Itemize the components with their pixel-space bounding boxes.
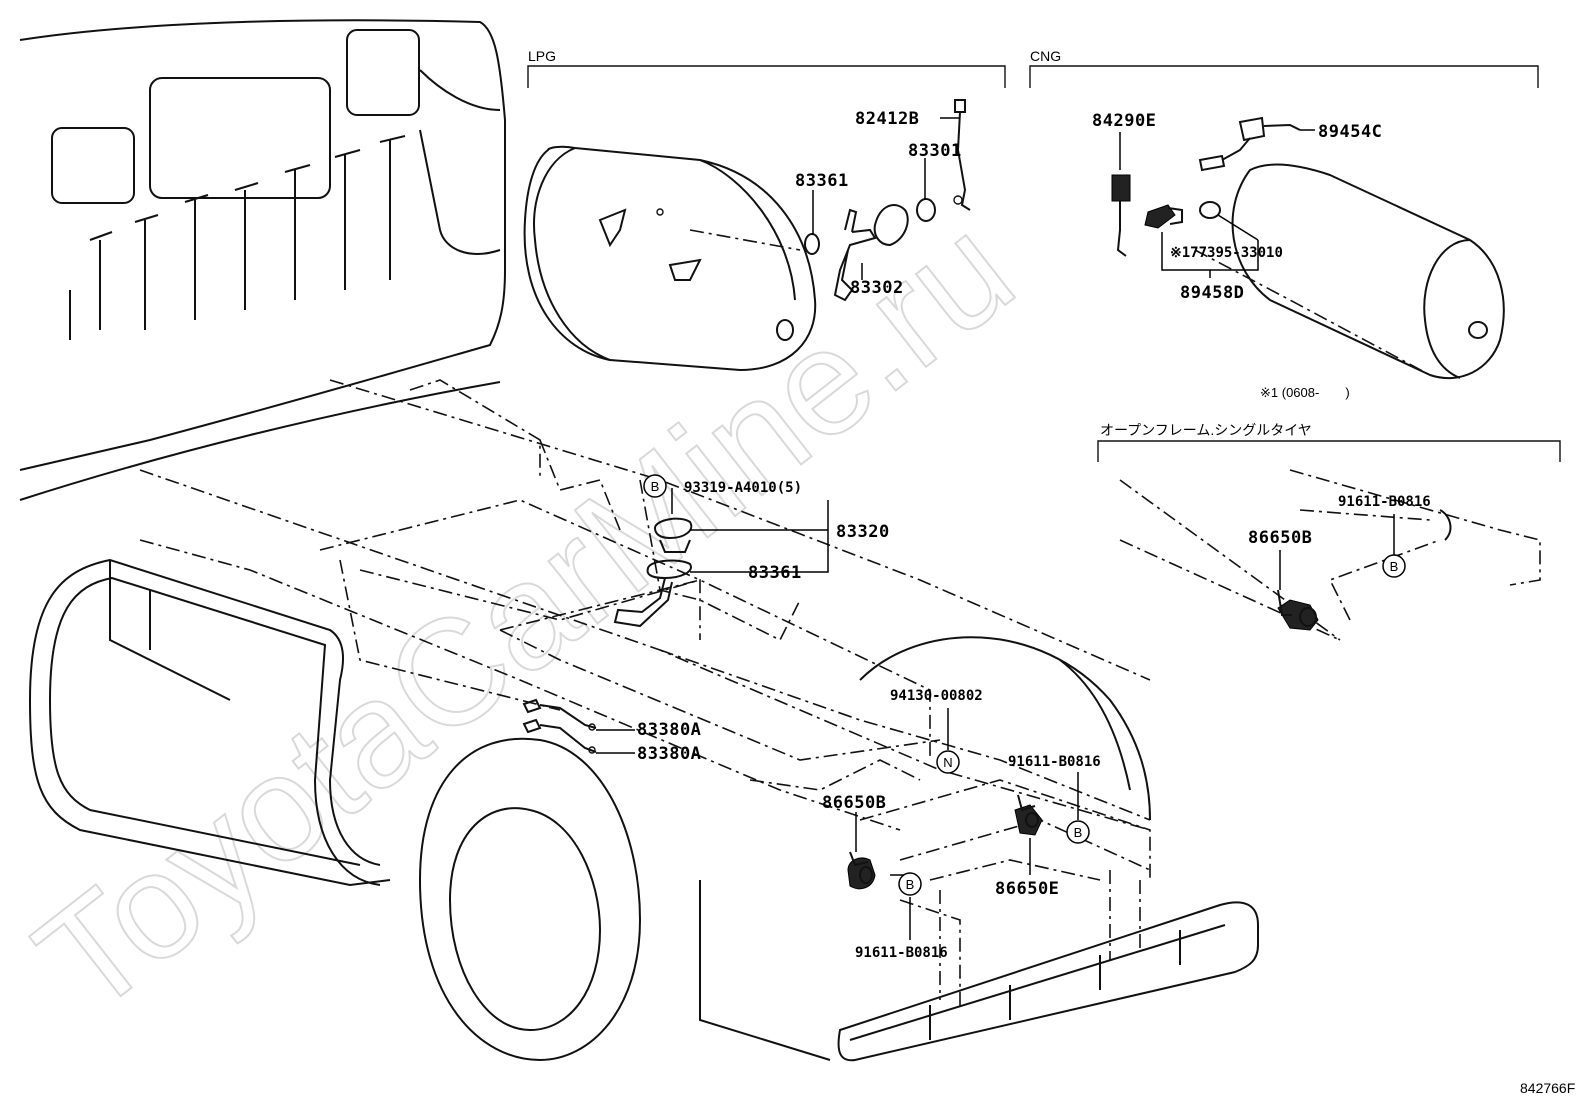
part-86650b-right: 86650B (1248, 528, 1312, 548)
part-89454c: 89454C (1318, 122, 1382, 142)
lpg-section: LPG (523, 48, 1006, 372)
part-83380a-2: 83380A (637, 744, 701, 764)
svg-text:B: B (906, 877, 915, 892)
part-94130: 94130-00802 (890, 688, 983, 704)
marker-b-91611-bottom: B (898, 872, 922, 896)
marker-b-91611-mid: B (1066, 820, 1090, 844)
part-83320: 83320 (836, 522, 890, 542)
marker-n-94130: N (936, 750, 960, 774)
section-label-cng: CNG (1030, 48, 1061, 64)
svg-text:N: N (943, 755, 952, 770)
marker-b-93319: B (643, 474, 667, 498)
rear-wheel (418, 636, 1151, 1062)
part-86650e: 86650E (995, 879, 1059, 899)
watermark: ToyotaCarMine.ru (6, 184, 1042, 1045)
part-86650b: 86650B (822, 793, 886, 813)
cng-section: CNG (1029, 48, 1539, 380)
part-177395: ※177395-33010 (1170, 245, 1283, 261)
part-83301: 83301 (908, 141, 962, 161)
part-84290e: 84290E (1092, 111, 1156, 131)
marker-b-91611-right: B (1382, 554, 1406, 578)
rear-bumper (699, 880, 1259, 1062)
fuel-gauge-parts (522, 488, 1079, 940)
diagram-reference-code: 842766F (1520, 1080, 1575, 1096)
chassis-frame (139, 379, 1151, 1010)
svg-text:B: B (1390, 559, 1399, 574)
bed-rail (29, 558, 391, 887)
part-91611-bottom: 91611-B0816 (855, 945, 948, 961)
part-83380a-1: 83380A (637, 720, 701, 740)
note-star-1: ※1 (0608- ) (1260, 385, 1350, 400)
section-label-lpg: LPG (528, 48, 556, 64)
cab-outline (19, 19, 506, 501)
part-82412b: 82412B (855, 109, 919, 129)
section-label-open-frame: オープンフレーム.シングルタイヤ (1100, 422, 1312, 438)
part-83361: 83361 (748, 563, 802, 583)
part-93319: 93319-A4010(5) (684, 480, 802, 496)
part-91611-mid: 91611-B0816 (1008, 754, 1101, 770)
svg-text:B: B (651, 479, 660, 494)
svg-text:B: B (1074, 825, 1083, 840)
part-89458d: 89458D (1180, 283, 1244, 303)
open-frame-section: オープンフレーム.シングルタイヤ (1097, 422, 1561, 641)
part-83361-lpg: 83361 (795, 171, 849, 191)
part-91611-right: 91611-B0816 (1338, 494, 1431, 510)
part-83302: 83302 (850, 278, 904, 298)
